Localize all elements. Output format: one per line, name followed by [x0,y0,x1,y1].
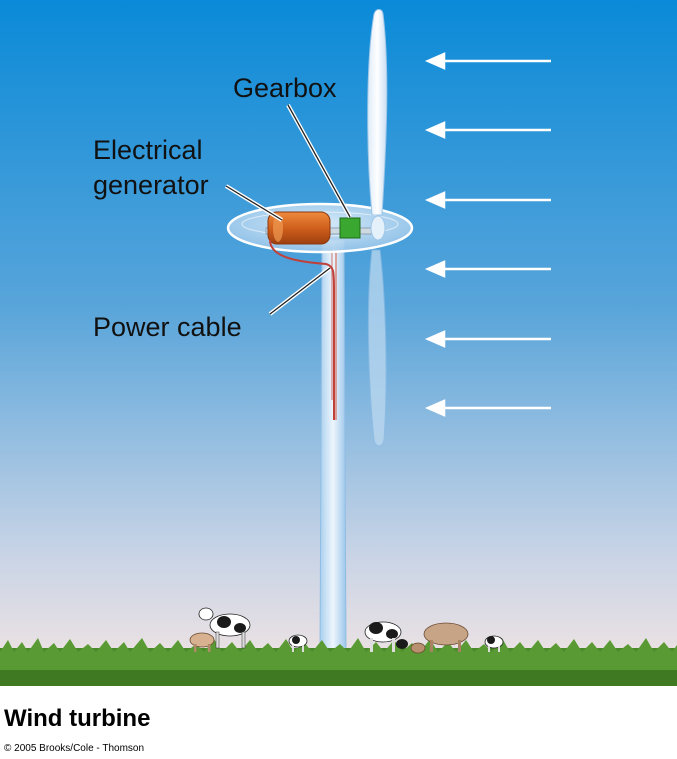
wind-arrow-icon [424,52,551,70]
wind-turbine-diagram: Gearbox Electrical generator Power cable [0,0,677,686]
gearbox-label: Gearbox [233,73,337,103]
power-cable-leader-line [269,267,331,315]
wind-arrow-icon [424,121,551,139]
cow-icon [410,622,469,654]
gearbox-leader-line [287,104,351,218]
cow-icon [364,621,408,652]
cow-icon [189,632,215,652]
turbine-blade-lower [367,249,387,447]
grass-field [0,638,677,686]
wind-arrow-icon [424,191,551,209]
generator-label-line1: Electrical [93,135,203,165]
electrical-generator [267,211,331,245]
cows [189,607,504,654]
wind-arrows [424,52,551,417]
generator-label-line2: generator [93,170,209,200]
power-cable [269,239,335,420]
rotor-hub [370,215,386,241]
wind-arrow-icon [424,399,551,417]
copyright-notice: © 2005 Brooks/Cole - Thomson [4,743,145,754]
caption-title: Wind turbine [4,705,151,732]
turbine-blade-upper [367,9,388,216]
wind-arrow-icon [424,260,551,278]
cow-icon [484,635,504,652]
gearbox [339,217,361,239]
cow-icon [198,607,251,649]
diagram-canvas [0,0,677,686]
power-cable-label: Power cable [93,312,242,342]
generator-leader-line [225,185,283,221]
cow-icon [288,634,308,652]
wind-arrow-icon [424,330,551,348]
